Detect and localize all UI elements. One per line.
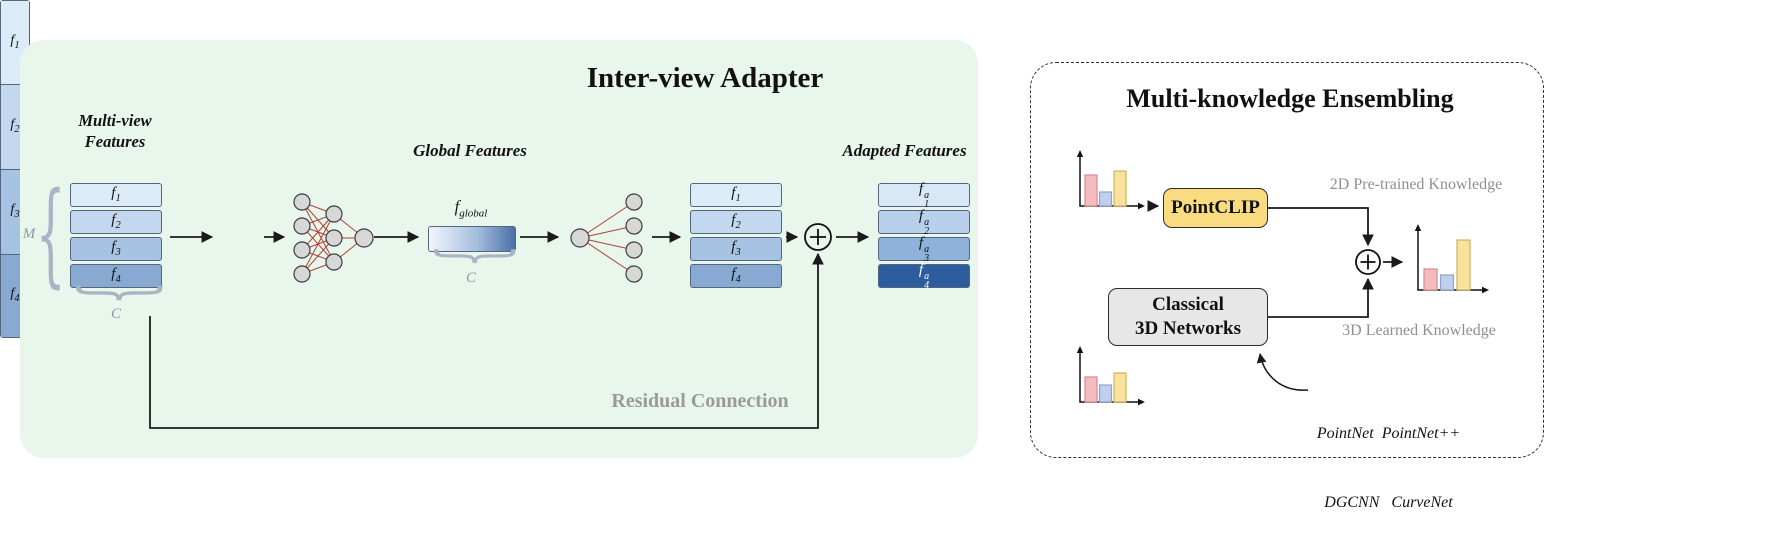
bar-pink [1084, 174, 1098, 207]
residual-connection-label: Residual Connection [611, 390, 789, 412]
f-global-label: fglobal [454, 197, 488, 220]
bar-pink [1423, 268, 1438, 291]
c-dimension-brace-global: { [419, 244, 522, 268]
feature-box-f3: f3 [690, 237, 782, 261]
axis-arrow-right-icon [1138, 202, 1145, 210]
network-names-line2: DGCNN CurveNet [1324, 494, 1453, 511]
feature-box-f4: f4 [690, 264, 782, 288]
pointclip-box: PointCLIP [1163, 188, 1268, 228]
multiview-feature-stack: f1 f2 f3 f4 [70, 183, 162, 288]
decoded-feature-stack: f1 f2 f3 f4 [690, 183, 782, 288]
feature-box-f4: f4 [70, 264, 162, 288]
axis-arrow-right-icon [1138, 398, 1145, 406]
axis-arrow-right-icon [1482, 286, 1489, 294]
m-dimension-label: M [22, 226, 36, 242]
multiview-features-label-line1: Multi-view [78, 111, 152, 130]
global-features-title: Global Features [413, 141, 527, 160]
feature-box-f3: f3 [70, 237, 162, 261]
c-dimension-label-global: C [465, 270, 476, 286]
left-panel-title: Inter-view Adapter [586, 62, 824, 94]
network-names-line1: PointNet PointNet++ [1316, 425, 1461, 442]
3d-knowledge-label: 3D Learned Knowledge [1342, 322, 1496, 339]
bar-yellow [1113, 372, 1127, 403]
classical-3d-networks-box: Classical 3D Networks [1108, 288, 1268, 346]
histogram-icon-2d-input [1076, 150, 1145, 210]
right-panel-title: Multi-knowledge Ensembling [1126, 84, 1454, 113]
bar-yellow [1456, 239, 1471, 291]
m-dimension-brace: { [36, 169, 66, 299]
feature-box-f2: f2 [70, 210, 162, 234]
feature-box-f2: f2 [690, 210, 782, 234]
bar-blue [1439, 274, 1455, 291]
multiview-features-label-line2: Features [84, 132, 146, 151]
bar-yellow [1113, 170, 1127, 207]
histogram-icon-3d-input [1076, 346, 1145, 406]
bar-blue [1098, 191, 1113, 207]
axis-arrow-up-icon [1414, 224, 1422, 231]
histogram-icon-ensembled-output [1414, 224, 1489, 294]
multiview-features-label: Multi-view Features [50, 110, 180, 152]
bar-blue [1098, 384, 1113, 403]
feature-box-f1: f1 [690, 183, 782, 207]
bar-pink [1084, 376, 1098, 403]
feature-box-f1: f1 [70, 183, 162, 207]
classical-box-line2: 3D Networks [1134, 318, 1242, 339]
adapted-features-title: Adapted Features [842, 141, 967, 160]
c-dimension-brace: { [61, 281, 170, 305]
2d-knowledge-label: 2D Pre-trained Knowledge [1329, 176, 1503, 193]
axis-arrow-up-icon [1076, 346, 1084, 353]
global-feature-box [428, 226, 516, 252]
axis-arrow-up-icon [1076, 150, 1084, 157]
classical-box-line1: Classical [1152, 294, 1224, 315]
network-names-label: PointNet PointNet++ DGCNN CurveNet [1286, 376, 1491, 550]
c-dimension-label: C [110, 306, 121, 322]
